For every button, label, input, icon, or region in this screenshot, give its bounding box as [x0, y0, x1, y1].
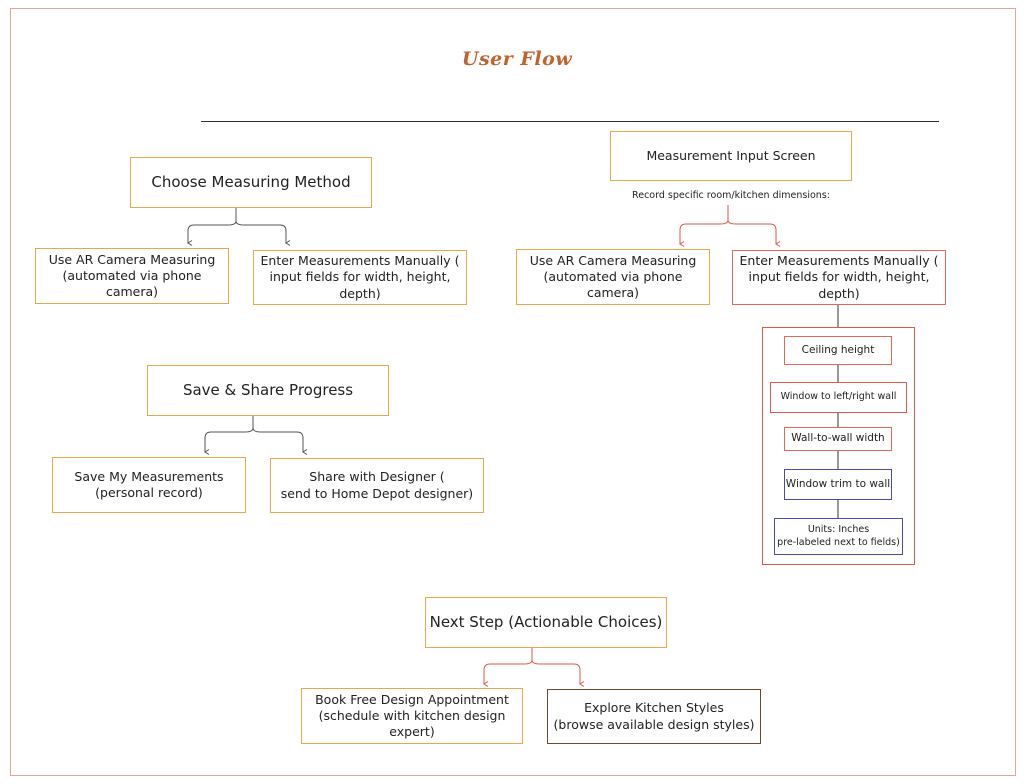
diagram-frame — [10, 8, 1016, 776]
diagram-title: User Flow — [461, 48, 573, 70]
connector-save-share — [204, 415, 308, 455]
field-units-inches: Units: Inches pre-labeled next to fields… — [774, 518, 903, 555]
connector-next-step — [483, 647, 585, 687]
field-window-trim-to-wall[interactable]: Window trim to wall — [784, 469, 892, 500]
field-ceiling-height[interactable]: Ceiling height — [784, 336, 892, 365]
title-divider — [201, 121, 939, 122]
book-design-appointment-box[interactable]: Book Free Design Appointment (schedule w… — [301, 688, 523, 744]
right-ar-camera-option-box[interactable]: Use AR Camera Measuring (automated via p… — [516, 249, 710, 305]
field-wall-to-wall-width[interactable]: Wall-to-wall width — [784, 427, 892, 451]
save-share-progress-box[interactable]: Save & Share Progress — [147, 365, 389, 416]
ar-camera-option-box[interactable]: Use AR Camera Measuring (automated via p… — [35, 248, 229, 304]
input-screen-caption: Record specific room/kitchen dimensions: — [632, 190, 830, 201]
measurement-input-screen-box[interactable]: Measurement Input Screen — [610, 131, 852, 181]
choose-measuring-method-box[interactable]: Choose Measuring Method — [130, 157, 372, 208]
explore-kitchen-styles-box[interactable]: Explore Kitchen Styles (browse available… — [547, 689, 761, 744]
connector-input-screen — [679, 205, 781, 247]
right-manual-entry-option-box[interactable]: Enter Measurements Manually ( input fiel… — [732, 250, 946, 305]
next-step-box[interactable]: Next Step (Actionable Choices) — [425, 597, 667, 648]
field-window-to-wall[interactable]: Window to left/right wall — [770, 382, 907, 413]
input-fields-panel — [762, 327, 915, 565]
connector-choose-method — [187, 207, 291, 246]
save-measurements-box[interactable]: Save My Measurements (personal record) — [52, 457, 246, 513]
manual-entry-option-box[interactable]: Enter Measurements Manually ( input fiel… — [253, 250, 467, 305]
share-with-designer-box[interactable]: Share with Designer ( send to Home Depot… — [270, 458, 484, 513]
